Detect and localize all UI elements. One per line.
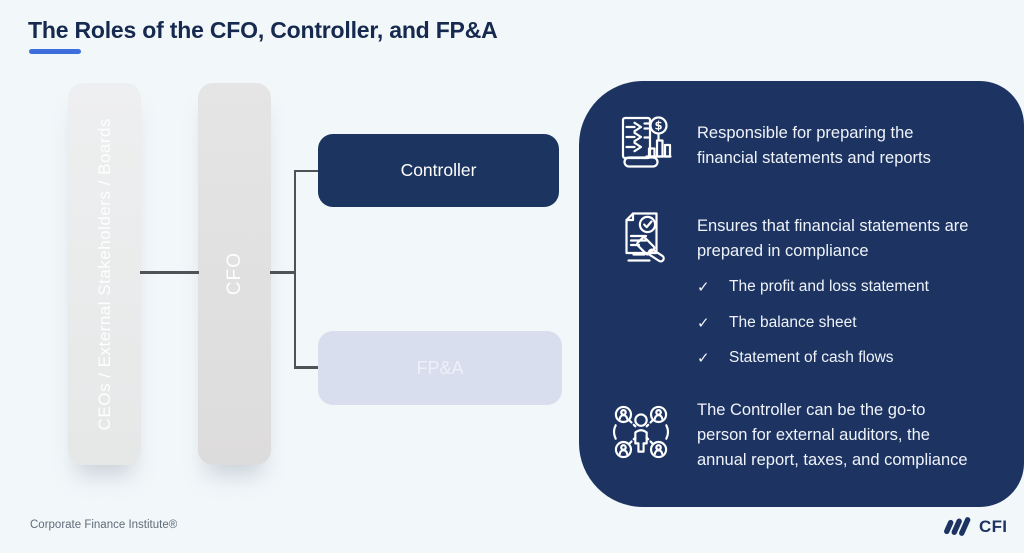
svg-text:$: $ xyxy=(654,119,662,133)
pillar-cfo-label: CFO xyxy=(223,252,245,296)
node-controller-label: Controller xyxy=(400,159,477,180)
checklist-item-text: The profit and loss statement xyxy=(729,278,929,295)
cfi-logo: CFI xyxy=(944,513,1007,540)
title-accent-underline xyxy=(29,49,81,54)
checklist-item-text: Statement of cash flows xyxy=(729,349,894,366)
checklist-item-text: The balance sheet xyxy=(729,313,857,331)
panel-item3-text: The Controller can be the go-to person f… xyxy=(697,401,968,469)
pillar-boards-label: CEOs / External Stakeholders / Boards xyxy=(94,117,114,431)
footer-copyright: Corporate Finance Institute® xyxy=(30,519,178,531)
bracket-bottom-branch xyxy=(295,366,319,369)
node-controller: Controller xyxy=(318,133,559,207)
page-title: The Roles of the CFO, Controller, and FP… xyxy=(28,17,498,43)
financial-statements-icon: $ xyxy=(621,116,672,168)
pillar-boards: CEOs / External Stakeholders / Boards xyxy=(68,83,141,465)
check-icon: ✓ xyxy=(697,314,710,332)
controller-detail-panel: $ Responsible for preparing the financia… xyxy=(579,81,1024,507)
panel-item2-text: Ensures that financial statements are pr… xyxy=(697,217,969,260)
check-icon: ✓ xyxy=(697,279,710,296)
bracket-vertical-line xyxy=(293,169,296,369)
connector-boards-cfo xyxy=(140,271,199,274)
bracket-top-branch xyxy=(295,169,319,172)
compliance-gavel-icon xyxy=(625,212,665,263)
cfi-logo-icon xyxy=(944,517,971,536)
check-icon: ✓ xyxy=(697,350,710,367)
cfi-logo-text: CFI xyxy=(979,516,1008,536)
connector-cfo-bracket xyxy=(270,271,295,274)
checklist-item: ✓ Statement of cash flows xyxy=(697,349,894,367)
pillar-cfo: CFO xyxy=(198,83,271,465)
checklist-item: ✓ The balance sheet xyxy=(697,314,857,332)
node-fpa: FP&A xyxy=(318,331,562,405)
stakeholders-network-icon xyxy=(612,405,670,459)
node-fpa-label: FP&A xyxy=(416,357,464,378)
panel-item1-text: Responsible for preparing the financial … xyxy=(697,124,931,167)
checklist-item: ✓ The profit and loss statement xyxy=(697,278,929,296)
